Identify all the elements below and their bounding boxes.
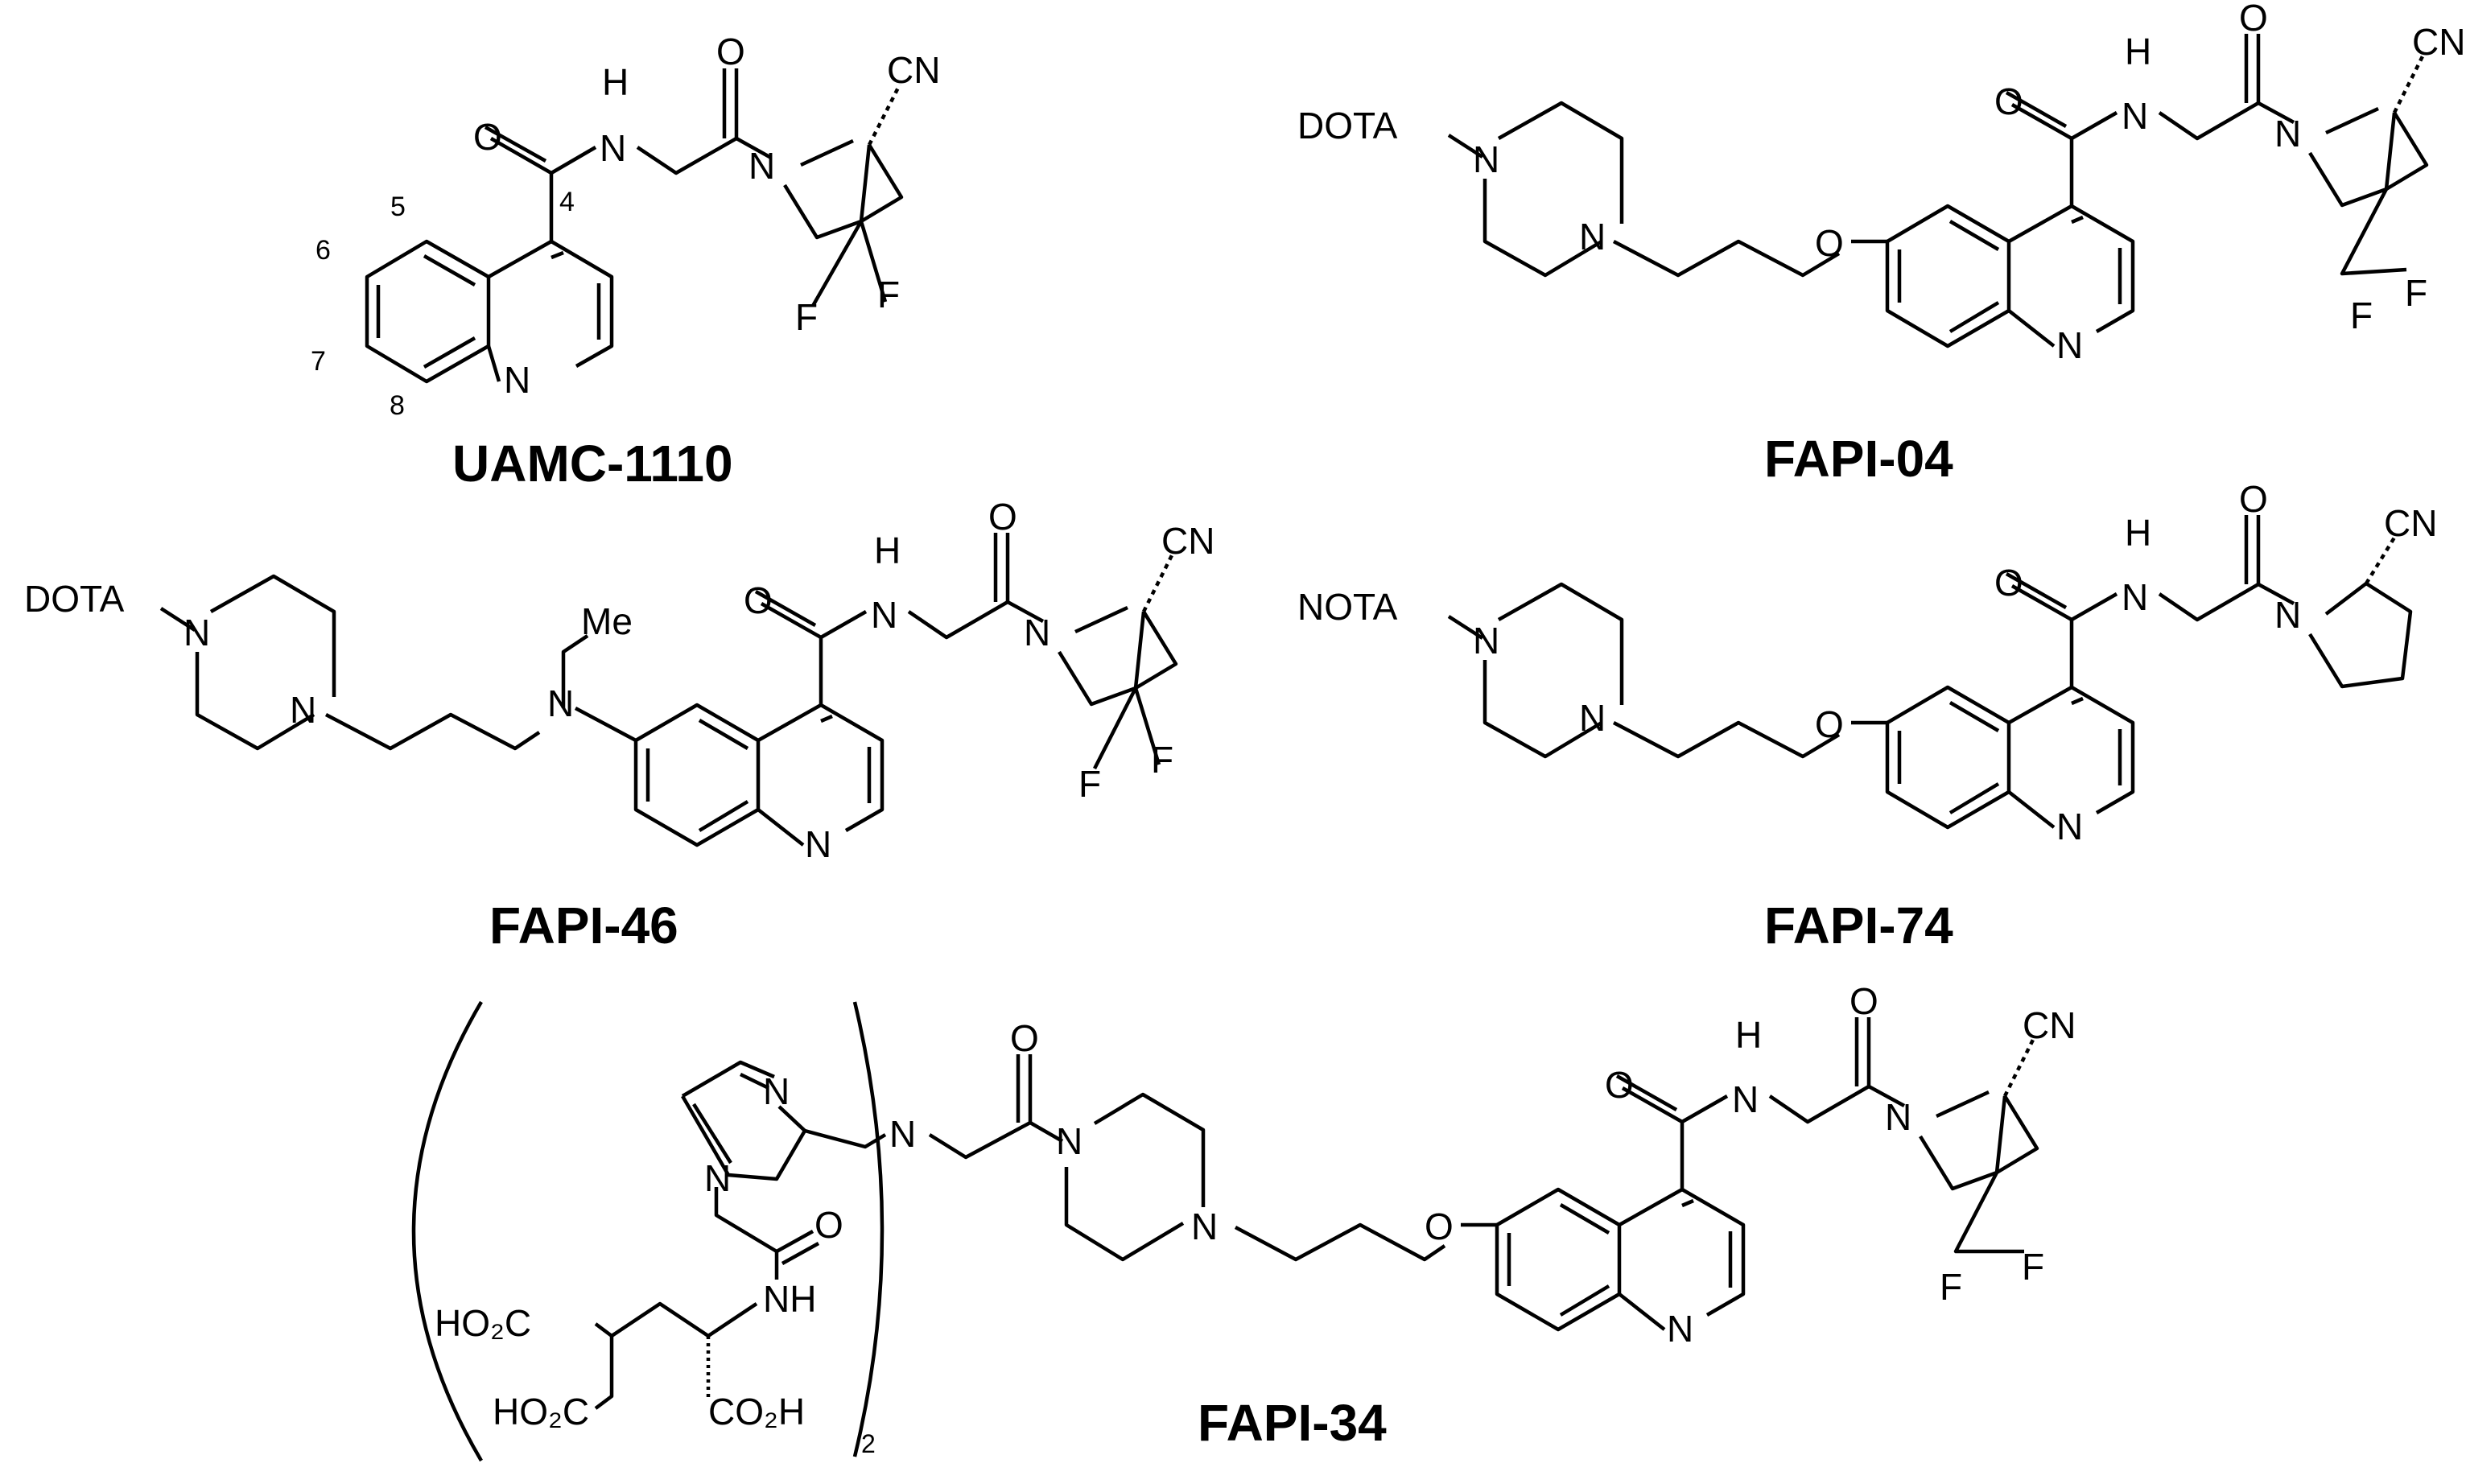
atom-f: F	[1940, 1266, 1962, 1308]
atom-n: N	[763, 1070, 790, 1112]
structure-fapi-34: N N O NH HO₂C HO₂C CO₂H 2 N O N N O N O …	[411, 980, 2076, 1462]
atom-n: N	[290, 689, 316, 731]
atom-h: H	[2125, 31, 2151, 72]
atom-o: O	[1425, 1206, 1454, 1247]
atom-n: N	[1191, 1206, 1218, 1247]
atom-n: N	[1473, 620, 1499, 662]
atom-o: O	[473, 116, 502, 158]
ring-number-7: 7	[311, 346, 326, 377]
atom-n: N	[748, 145, 775, 187]
structure-uamc-1110: O H N O N CN F F N 4 5 6 7 8 UAMC-1110	[311, 31, 940, 493]
atom-n: N	[2274, 113, 2301, 155]
atom-o: O	[988, 496, 1017, 538]
atom-nh: NH	[763, 1278, 816, 1320]
atom-n: N	[871, 594, 897, 636]
atom-o: O	[814, 1204, 843, 1246]
compound-name-fapi-04: FAPI-04	[1764, 430, 1953, 488]
atom-n: N	[2274, 594, 2301, 636]
atom-h: H	[874, 530, 901, 571]
atom-nota: NOTA	[1297, 586, 1398, 628]
atom-n: N	[704, 1157, 731, 1199]
compound-name-fapi-74: FAPI-74	[1764, 897, 1953, 954]
atom-o: O	[2239, 478, 2268, 520]
atom-ho2c: HO₂C	[435, 1302, 531, 1344]
atom-n: N	[2122, 576, 2148, 618]
ring-number-6: 6	[315, 235, 331, 266]
atom-cn: CN	[2384, 502, 2437, 544]
atom-h: H	[1735, 1014, 1762, 1056]
atom-n: N	[805, 823, 831, 865]
compound-name-uamc-1110: UAMC-1110	[452, 435, 733, 493]
atom-f: F	[2022, 1246, 2044, 1288]
atom-cn: CN	[1161, 520, 1214, 562]
atom-n: N	[504, 359, 530, 401]
atom-cn: CN	[887, 49, 940, 91]
atom-co2h: CO₂H	[708, 1391, 805, 1432]
atom-n: N	[547, 682, 574, 724]
atom-cn: CN	[2412, 21, 2465, 63]
atom-n: N	[1579, 697, 1606, 739]
atom-n: N	[2056, 324, 2083, 366]
ring-number-5: 5	[390, 192, 406, 222]
ring-number-8: 8	[390, 390, 405, 421]
compound-name-fapi-46: FAPI-46	[489, 897, 678, 954]
atom-n: N	[1732, 1078, 1759, 1120]
atom-n: N	[1024, 612, 1050, 653]
atom-o: O	[2239, 0, 2268, 39]
atom-o: O	[1815, 222, 1844, 264]
atom-n: N	[2056, 806, 2083, 847]
compound-name-fapi-34: FAPI-34	[1198, 1394, 1387, 1452]
atom-f: F	[795, 296, 818, 338]
atom-o: O	[1994, 562, 2023, 604]
atom-n: N	[1885, 1096, 1911, 1138]
atom-f: F	[2350, 295, 2373, 336]
atom-cn: CN	[2023, 1004, 2076, 1046]
structure-fapi-46: DOTA N N Me N N O H N O N CN F F FAPI-46	[24, 496, 1214, 954]
atom-me: Me	[581, 600, 633, 642]
atom-n: N	[1473, 138, 1499, 180]
atom-f: F	[877, 274, 900, 315]
atom-o: O	[1850, 980, 1878, 1022]
atom-n: N	[1579, 216, 1606, 258]
atom-n: N	[184, 612, 210, 653]
atom-f: F	[2405, 272, 2427, 314]
atom-h: H	[2125, 512, 2151, 554]
atom-h: H	[602, 61, 629, 103]
atom-dota: DOTA	[24, 578, 125, 620]
atom-o: O	[716, 31, 745, 72]
atom-n: N	[1667, 1308, 1693, 1350]
atom-o: O	[744, 579, 773, 621]
atom-dota: DOTA	[1297, 105, 1398, 146]
repeat-subscript: 2	[861, 1429, 876, 1458]
atom-o: O	[1994, 80, 2023, 122]
atom-n: N	[1056, 1120, 1082, 1162]
atom-o: O	[1605, 1064, 1634, 1106]
atom-n: N	[889, 1113, 916, 1155]
atom-ho2c: HO₂C	[493, 1391, 589, 1432]
atom-o: O	[1815, 703, 1844, 745]
structure-fapi-04: DOTA N N O N O H N O N CN F F FAPI-04	[1297, 0, 2465, 488]
atom-f: F	[1151, 739, 1173, 781]
atom-f: F	[1078, 763, 1101, 805]
ring-number-4: 4	[559, 187, 575, 217]
atom-o: O	[1010, 1017, 1039, 1059]
structure-fapi-74: NOTA N N O N O H N O N CN FAPI-74	[1297, 478, 2437, 954]
atom-n: N	[600, 127, 626, 169]
atom-n: N	[2122, 95, 2148, 137]
